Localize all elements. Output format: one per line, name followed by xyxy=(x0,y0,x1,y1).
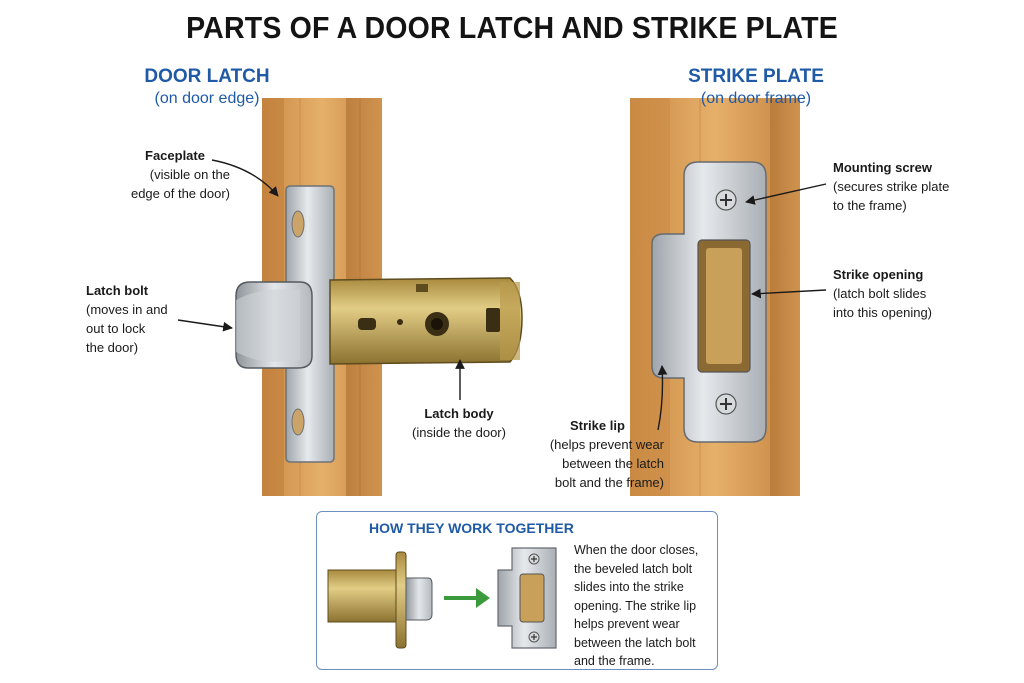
faceplate-label: Faceplate (visible on the edge of the do… xyxy=(130,148,230,201)
strike-opening-label: Strike opening (latch bolt slides into t… xyxy=(833,267,933,320)
door-latch-heading: DOOR LATCH xyxy=(144,66,270,87)
faceplate-arrow xyxy=(211,159,279,197)
strike-opening-arrow xyxy=(751,288,827,299)
page-title: PARTS OF A DOOR LATCH AND STRIKE PLATE xyxy=(186,10,838,45)
how-text-line: between the latch bolt xyxy=(574,635,696,650)
latch-body-part xyxy=(329,277,523,365)
strike-plate-part xyxy=(651,161,767,443)
door-latch-subheading: (on door edge) xyxy=(154,90,260,107)
strike-plate-heading: STRIKE PLATE xyxy=(688,66,824,87)
how-they-work-title: HOW THEY WORK TOGETHER xyxy=(369,520,574,536)
how-text-line: the beveled latch bolt xyxy=(574,561,693,576)
how-text-line: slides into the strike xyxy=(574,580,684,594)
strike-lip-arrow xyxy=(657,365,668,431)
strike-plate-subheading: (on door frame) xyxy=(700,90,812,107)
how-text-line: helps prevent wear xyxy=(574,617,680,631)
mounting-screw-label: Mounting screw (secures strike plate to … xyxy=(833,160,950,213)
mounting-screw-arrow xyxy=(745,183,827,205)
how-they-work-text: When the door closes, the beveled latch … xyxy=(574,541,714,671)
how-text-line: and the frame. xyxy=(574,654,655,668)
leader-arrows xyxy=(177,159,827,431)
how-text-line: When the door closes, xyxy=(574,543,699,557)
how-they-work-box xyxy=(316,511,718,670)
how-text-line: opening. The strike lip xyxy=(574,598,697,613)
latch-bolt-part xyxy=(235,281,313,369)
latch-body-label: Latch body (inside the door) xyxy=(412,406,506,440)
latch-bolt-arrow xyxy=(177,319,233,332)
latch-bolt-label: Latch bolt (moves in and out to lock the… xyxy=(86,283,168,355)
strike-lip-label: Strike lip (helps prevent wear between t… xyxy=(549,418,664,490)
how-illustration xyxy=(327,547,557,649)
